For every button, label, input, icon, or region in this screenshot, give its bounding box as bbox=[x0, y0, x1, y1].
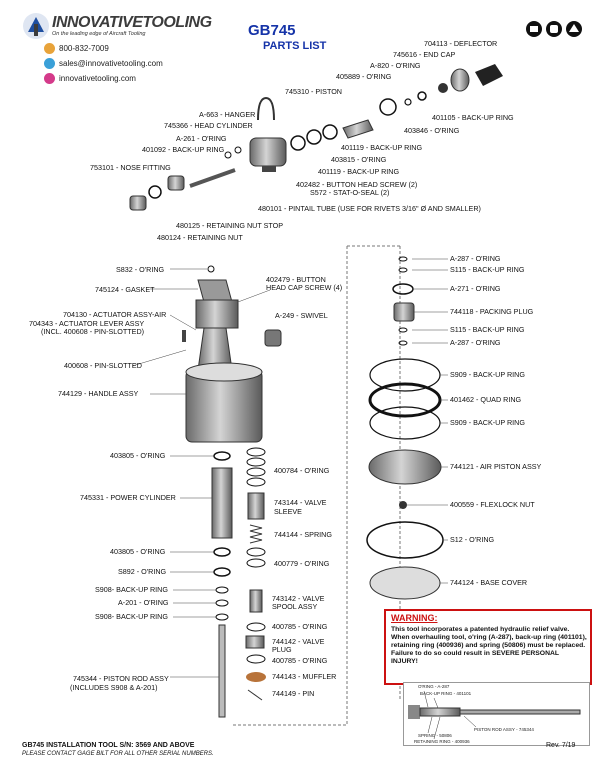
part-label: S115 - BACK-UP RING bbox=[450, 265, 525, 274]
part-label: 400608 - PIN-SLOTTED bbox=[64, 361, 142, 370]
part-label: 480125 - RETAINING NUT STOP bbox=[176, 221, 284, 230]
head-assembly-drawing bbox=[129, 64, 503, 211]
part-label: A-820 - O'RING bbox=[370, 61, 421, 70]
part-label: 401119 - BACK-UP RING bbox=[318, 167, 400, 176]
part-label: 743144 - VALVE bbox=[274, 498, 327, 507]
valve-stack-drawing bbox=[245, 447, 266, 701]
part-label: A-201 - O'RING bbox=[118, 598, 169, 607]
part-label: 403805 - O'RING bbox=[110, 547, 166, 556]
email-link[interactable]: sales@innovativetooling.com bbox=[59, 59, 163, 68]
footer-serial: GB745 INSTALLATION TOOL S/N: 3569 AND AB… bbox=[22, 742, 195, 749]
part-label: 403846 - O'RING bbox=[404, 126, 460, 135]
part-label: SLEEVE bbox=[274, 507, 302, 516]
part-label: S908- BACK-UP RING bbox=[95, 585, 168, 594]
part-label: 400784 - O'RING bbox=[274, 466, 330, 475]
part-label: A-287 - O'RING bbox=[450, 338, 501, 347]
part-label: 745344 - PISTON ROD ASSY bbox=[73, 674, 169, 683]
part-label: 401092 - BACK-UP RING bbox=[142, 145, 225, 154]
part-label: 744124 - BASE COVER bbox=[450, 578, 528, 587]
part-label: S908- BACK-UP RING bbox=[95, 612, 168, 621]
part-label: 704130 - ACTUATOR ASSY-AIR bbox=[63, 310, 167, 319]
page-subtitle: PARTS LIST bbox=[263, 40, 327, 52]
part-label: S572 - STAT-O-SEAL (2) bbox=[310, 188, 390, 197]
part-label: 704113 - DEFLECTOR bbox=[424, 39, 498, 48]
footer-note: PLEASE CONTACT GAGE BILT FOR ALL OTHER S… bbox=[22, 751, 214, 757]
part-label: 745616 - END CAP bbox=[393, 50, 456, 59]
phone-number: 800-832-7009 bbox=[59, 44, 109, 53]
page-title: GB745 bbox=[248, 22, 296, 39]
leader-lines bbox=[131, 258, 448, 678]
part-label: A-261 - O'RING bbox=[176, 134, 227, 143]
inset-detail: O'RING - A-287 BACK-UP RING - 401101 PIS… bbox=[403, 682, 590, 746]
email-icon bbox=[44, 58, 55, 69]
warning-box: WARNING: This tool incorporates a patent… bbox=[384, 609, 592, 685]
part-label: S909 - BACK-UP RING bbox=[450, 418, 525, 427]
part-label: S909 - BACK-UP RING bbox=[450, 370, 525, 379]
brand-name: INNOVATIVETOOLING bbox=[52, 14, 212, 31]
part-label: S115 - BACK-UP RING bbox=[450, 325, 525, 334]
inset-label: SPRING - 50806 bbox=[418, 733, 452, 738]
part-label: 744129 - HANDLE ASSY bbox=[58, 389, 139, 398]
website-link[interactable]: innovativetooling.com bbox=[59, 74, 136, 83]
part-label: 743142 - VALVE bbox=[272, 594, 325, 603]
inset-drawing bbox=[408, 690, 581, 740]
part-label: S832 - O'RING bbox=[116, 265, 165, 274]
part-label: 745124 - GASKET bbox=[95, 285, 155, 294]
part-label: (INCLUDES S908 & A-201) bbox=[70, 683, 158, 692]
part-label: 400559 - FLEXLOCK NUT bbox=[450, 500, 535, 509]
part-label: 402482 - BUTTON HEAD SCREW (2) bbox=[296, 180, 418, 189]
part-label: A-249 - SWIVEL bbox=[275, 311, 328, 320]
part-label: (INCL. 400608 - PIN-SLOTTED) bbox=[41, 327, 145, 336]
part-label: A-271 - O'RING bbox=[450, 284, 501, 293]
part-label: 405889 - O'RING bbox=[336, 72, 392, 81]
part-label: 745331 - POWER CYLINDER bbox=[80, 493, 176, 502]
part-label: 744143 - MUFFLER bbox=[272, 672, 337, 681]
part-label: 400785 - O'RING bbox=[272, 622, 328, 631]
warning-heading: WARNING: bbox=[391, 613, 438, 623]
brand-logo-icon bbox=[22, 12, 50, 40]
part-label: 744144 - SPRING bbox=[274, 530, 332, 539]
part-label: SPOOL ASSY bbox=[272, 602, 318, 611]
inset-label: RETAINING RING - 400936 bbox=[414, 739, 470, 744]
air-piston-drawing bbox=[366, 256, 444, 600]
safety-icons bbox=[525, 20, 583, 38]
part-label: 403805 - O'RING bbox=[110, 451, 166, 460]
part-label: 400779 - O'RING bbox=[274, 559, 330, 568]
part-label: 403815 - O'RING bbox=[331, 155, 387, 164]
part-label: 744142 - VALVE bbox=[272, 637, 325, 646]
part-label: 400785 - O'RING bbox=[272, 656, 328, 665]
revision: Rev. 7/19 bbox=[546, 742, 576, 749]
part-label: 704343 - ACTUATOR LEVER ASSY bbox=[29, 319, 145, 328]
part-label: S12 - O'RING bbox=[450, 535, 495, 544]
part-label: 744149 - PIN bbox=[272, 689, 315, 698]
handle-assembly-drawing bbox=[182, 265, 282, 718]
warning-text: This tool incorporates a patented hydrau… bbox=[391, 626, 587, 665]
part-label: 744121 - AIR PISTON ASSY bbox=[450, 462, 542, 471]
inset-label: BACK-UP RING - 401101 bbox=[420, 691, 472, 696]
part-label: 401105 - BACK-UP RING bbox=[432, 113, 514, 122]
part-label: 401462 - QUAD RING bbox=[450, 395, 522, 404]
part-label: 744118 - PACKING PLUG bbox=[450, 307, 534, 316]
part-label: 745366 - HEAD CYLINDER bbox=[164, 121, 253, 130]
part-label: 745310 - PISTON bbox=[285, 87, 342, 96]
part-label: 402479 - BUTTON bbox=[266, 275, 326, 284]
part-label: 480101 - PINTAIL TUBE (USE FOR RIVETS 3/… bbox=[258, 204, 481, 213]
part-label: 753101 - NOSE FITTING bbox=[90, 163, 171, 172]
part-label: 401119 - BACK-UP RING bbox=[341, 143, 423, 152]
part-label: A-287 - O'RING bbox=[450, 254, 501, 263]
part-label: HEAD CAP SCREW (4) bbox=[266, 283, 343, 292]
web-icon bbox=[44, 73, 55, 84]
phone-icon bbox=[44, 43, 55, 54]
part-label: PLUG bbox=[272, 645, 292, 654]
brand-tagline: On the leading edge of Aircraft Tooling bbox=[52, 31, 146, 37]
part-label: S892 - O'RING bbox=[118, 567, 167, 576]
part-label: 480124 - RETAINING NUT bbox=[157, 233, 243, 242]
inset-label: O'RING - A-287 bbox=[418, 684, 450, 689]
part-label: A-663 - HANGER bbox=[199, 110, 256, 119]
inset-label: PISTON ROD ASSY - 745344 bbox=[474, 727, 534, 732]
